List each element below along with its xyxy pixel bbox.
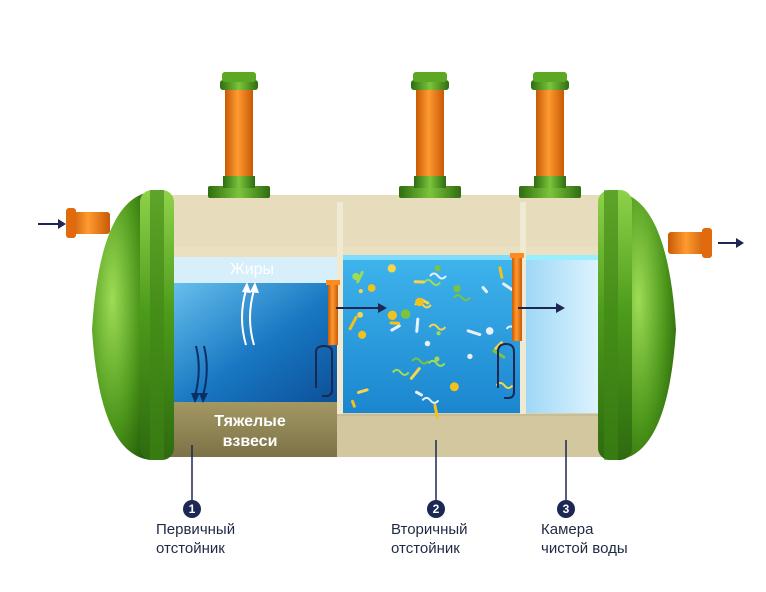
microbe-rod <box>348 315 358 331</box>
outlet-pipe <box>668 228 712 258</box>
chamber-caption-2: Вторичный отстойник <box>391 520 468 558</box>
microbe-rod <box>357 388 369 394</box>
microbe-spiral <box>423 279 441 287</box>
microbe-cell <box>453 285 461 293</box>
microbe-cell <box>358 330 367 339</box>
microbe-cell <box>387 264 396 273</box>
microbe-rod <box>351 399 356 408</box>
microbe-cell <box>358 288 363 294</box>
riser-2 <box>399 72 461 198</box>
microbe-rod <box>356 270 364 284</box>
riser-3 <box>519 72 581 198</box>
microbe-rod <box>433 403 439 419</box>
microbe-cell <box>352 272 360 281</box>
microbe-spiral <box>427 359 446 367</box>
overflow-pipe-2 <box>510 253 524 341</box>
tank-right-cap <box>598 190 676 460</box>
rising-arrows <box>241 289 255 346</box>
microbe-spiral <box>391 368 410 376</box>
microbe-rod <box>498 266 504 279</box>
chamber-caption-3: Камера чистой воды <box>541 520 628 558</box>
microbe-spiral <box>429 272 447 280</box>
microbe-rod <box>413 280 426 284</box>
microbe-spiral <box>453 294 471 302</box>
microbe-rod <box>389 321 401 325</box>
microbe-cell <box>467 353 473 360</box>
chamber-caption-2-line1: Вторичный <box>391 521 468 538</box>
chamber-number-1: 1 <box>183 500 201 518</box>
riser-1 <box>208 72 270 198</box>
microbe-rod <box>414 390 423 397</box>
chamber3-water <box>526 257 608 413</box>
chamber-caption-3-line1: Камера <box>541 521 594 538</box>
leader-lines <box>191 440 567 500</box>
chamber-number-2: 2 <box>427 500 445 518</box>
microbe-cell <box>449 382 459 392</box>
microbe-cell <box>367 284 376 292</box>
sediment-label-line1: Тяжелые <box>214 413 286 430</box>
chamber-caption-2-line2: отстойник <box>391 540 460 557</box>
microbe-cell <box>415 297 424 307</box>
outlet-arrow <box>718 238 744 248</box>
microbe-cell <box>434 265 441 272</box>
inlet-pipe <box>66 208 110 238</box>
microbe-cell <box>357 311 364 318</box>
chamber-caption-1: Первичный отстойник <box>156 520 235 558</box>
microbe-rod <box>409 367 421 380</box>
microbe-cell <box>400 309 411 319</box>
microbe-cell <box>424 340 431 347</box>
microbe-spiral <box>428 323 447 331</box>
chamber2-water <box>343 257 520 413</box>
microbe-rod <box>390 324 401 332</box>
microbe-cell <box>387 310 397 320</box>
fat-layer-label: Жиры <box>229 261 275 278</box>
tank-left-cap <box>92 190 174 460</box>
sediment-label-line2: взвеси <box>222 433 278 450</box>
chamber-caption-1-line2: отстойник <box>156 540 225 557</box>
microbe-rod <box>481 285 489 294</box>
microbe-cell <box>485 327 494 335</box>
microbe-cell <box>436 331 441 336</box>
microbe-cell <box>434 356 440 362</box>
chamber-caption-1-line1: Первичный <box>156 521 236 538</box>
bacteria-cluster <box>348 264 524 419</box>
microbe-rod <box>466 329 482 337</box>
microbe-spiral <box>411 357 429 365</box>
fat-layer <box>165 257 337 283</box>
overflow-pipe-1 <box>326 280 340 345</box>
microbe-rod <box>494 341 504 350</box>
microbe-rod <box>415 317 420 333</box>
sinking-arrows <box>194 345 208 397</box>
sediment-layer <box>165 402 337 457</box>
inlet-arrow <box>38 219 66 229</box>
flow-arrows <box>315 307 556 399</box>
microbe-spiral <box>421 396 440 404</box>
chamber-number-3: 3 <box>557 500 575 518</box>
chamber-caption-3-line2: чистой воды <box>541 540 628 557</box>
